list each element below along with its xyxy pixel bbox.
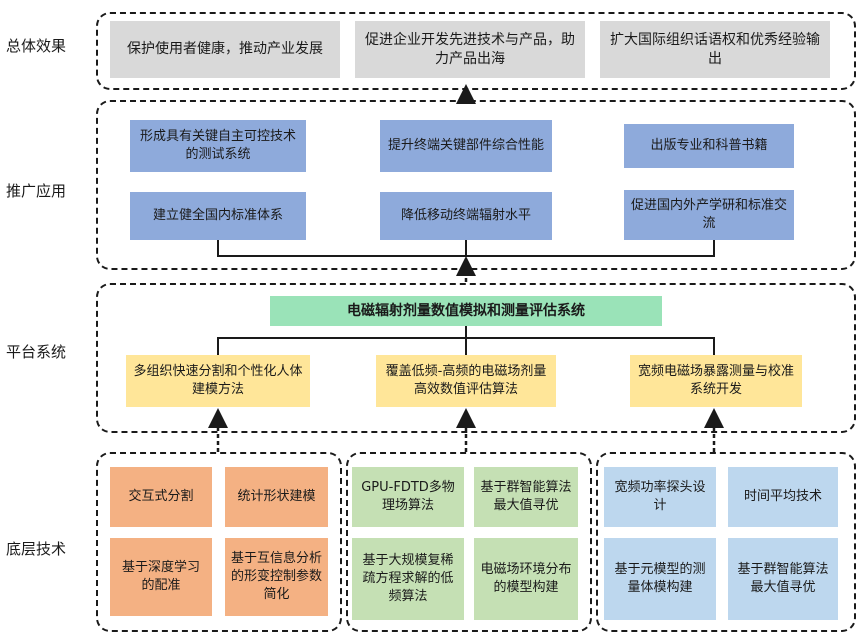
platform-item-3: 宽频电磁场暴露测量与校准系统开发 [630,355,802,407]
foundation-item-2-4: 电磁场环境分布的模型构建 [474,538,578,620]
foundation-item-2-2: 基于群智能算法最大值寻优 [474,467,578,527]
application-item-3: 出版专业和科普书籍 [624,124,794,168]
layer-label-application: 推广应用 [6,182,67,200]
overall-frame [96,12,856,90]
platform-item-2: 覆盖低频-高频的电磁场剂量高效数值评估算法 [376,355,556,407]
layer-label-platform: 平台系统 [6,343,67,361]
platform-frame [96,283,856,433]
foundation-item-1-1: 交互式分割 [110,467,212,527]
foundation-item-2-1: GPU-FDTD多物理场算法 [352,467,464,527]
foundation-item-2-3: 基于大规模复稀疏方程求解的低频算法 [352,538,464,620]
foundation-item-3-1: 宽频功率探头设计 [604,467,716,527]
foundation-item-1-3: 基于深度学习的配准 [110,538,212,616]
application-item-2: 提升终端关键部件综合性能 [380,120,552,172]
application-item-4: 建立健全国内标准体系 [130,192,306,240]
application-item-1: 形成具有关键自主可控技术的测试系统 [130,120,306,172]
platform-item-1: 多组织快速分割和个性化人体建模方法 [126,355,310,407]
foundation-frame-3 [596,452,856,632]
platform-title: 电磁辐射剂量数值模拟和测量评估系统 [270,296,662,326]
application-frame [96,100,856,270]
foundation-item-1-4: 基于互信息分析的形变控制参数简化 [225,538,328,616]
application-item-6: 促进国内外产学研和标准交流 [624,190,794,240]
layer-label-overall: 总体效果 [6,37,67,55]
foundation-item-3-4: 基于群智能算法最大值寻优 [728,538,838,620]
application-item-5: 降低移动终端辐射水平 [380,192,552,240]
overall-item-3: 扩大国际组织话语权和优秀经验输出 [600,21,830,78]
layer-label-foundation: 底层技术 [6,540,67,558]
foundation-item-3-2: 时间平均技术 [728,467,838,527]
foundation-item-1-2: 统计形状建模 [225,467,328,527]
foundation-frame-2 [346,452,592,632]
foundation-frame-1 [96,452,342,632]
foundation-item-3-3: 基于元模型的测量体模构建 [604,538,716,620]
overall-item-2: 促进企业开发先进技术与产品，助力产品出海 [355,21,585,78]
overall-item-1: 保护使用者健康，推动产业发展 [110,21,340,78]
